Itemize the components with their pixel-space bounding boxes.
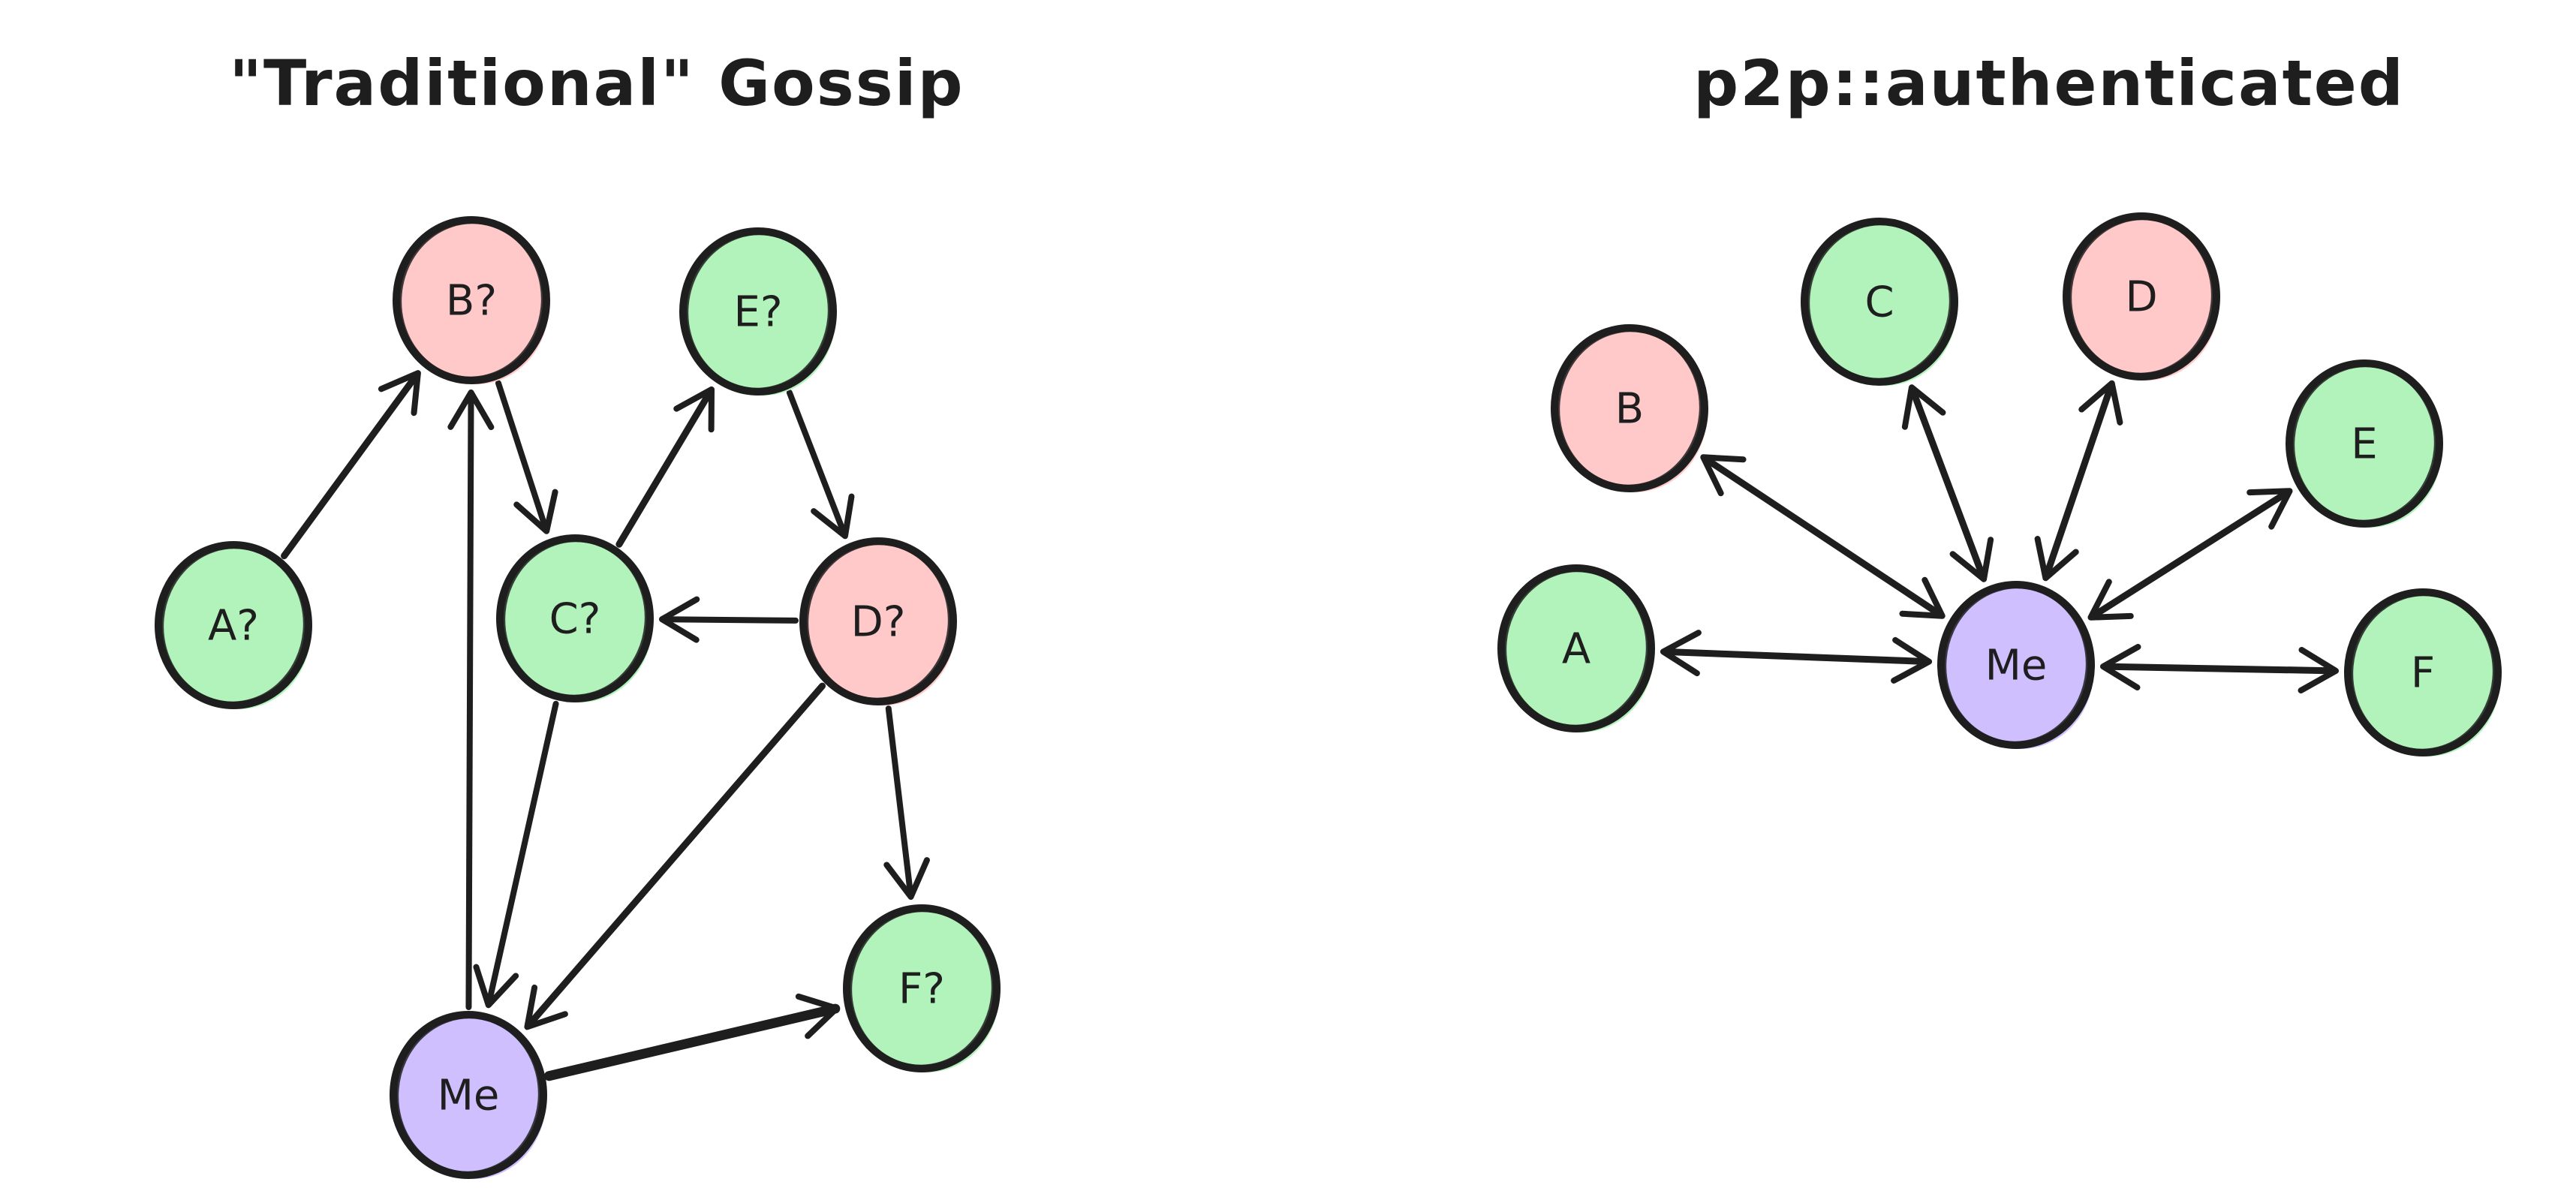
node-circle-sketch	[1556, 328, 1703, 489]
node-traditional-gossip-F[interactable]: F?	[843, 904, 1001, 1072]
edge-traditional-gossip-Me-to-F[interactable]	[543, 993, 841, 1081]
node-label-traditional-gossip-E: E?	[733, 288, 782, 337]
node-circle	[496, 534, 654, 702]
node-circle	[1937, 581, 2095, 749]
node-traditional-gossip-B[interactable]: B?	[393, 216, 550, 384]
node-circle-sketch	[395, 1015, 542, 1175]
title-p2p-authenticated[interactable]: p2p::authenticated	[1693, 47, 2405, 120]
edge-p2p-authenticated-Me-to-D[interactable]	[2034, 380, 2123, 582]
node-circle	[1497, 564, 1655, 732]
node-circle-sketch	[160, 545, 307, 705]
node-circle	[390, 1011, 547, 1179]
node-traditional-gossip-E[interactable]: E?	[679, 227, 837, 395]
node-label-p2p-authenticated-C: C	[1864, 278, 1894, 327]
edge-traditional-gossip-D-to-Me[interactable]	[524, 682, 826, 1030]
node-circle-sketch	[1806, 221, 1953, 382]
edge-p2p-authenticated-Me-to-A[interactable]	[1660, 630, 1933, 684]
edge-traditional-gossip-C-to-E[interactable]	[615, 386, 715, 548]
edge-traditional-gossip-D-to-C[interactable]	[658, 596, 799, 643]
edge-traditional-gossip-B-to-C[interactable]	[495, 380, 558, 534]
edge-traditional-gossip-C-to-Me[interactable]	[473, 700, 559, 1009]
edge-traditional-gossip-D-to-F[interactable]	[883, 705, 930, 900]
node-circle-sketch	[1503, 568, 1650, 729]
node-label-traditional-gossip-C: C?	[549, 595, 601, 644]
node-circle	[1551, 324, 1708, 492]
node-traditional-gossip-Me[interactable]: Me	[390, 1011, 547, 1179]
node-circle-sketch	[398, 220, 545, 380]
node-circle	[2286, 359, 2443, 528]
node-circle	[2063, 212, 2220, 380]
node-p2p-authenticated-D[interactable]: D	[2063, 212, 2220, 380]
node-label-p2p-authenticated-B: B	[1615, 385, 1644, 434]
node-traditional-gossip-C[interactable]: C?	[496, 534, 654, 702]
node-label-p2p-authenticated-F: F	[2411, 649, 2435, 698]
edge-p2p-authenticated-Me-to-C[interactable]	[1901, 384, 1994, 582]
node-traditional-gossip-D[interactable]: D?	[799, 537, 957, 705]
edge-p2p-authenticated-Me-to-E[interactable]	[2087, 488, 2293, 621]
node-circle	[155, 541, 312, 709]
node-circle	[679, 227, 837, 395]
edge-traditional-gossip-E-to-D[interactable]	[786, 389, 855, 540]
node-circle-sketch	[2068, 216, 2215, 377]
edge-p2p-authenticated-Me-to-F[interactable]	[2099, 643, 2340, 694]
diagram-layer: "Traditional" GossipB?E?A?C?D?F?Mep2p::a…	[155, 47, 2502, 1179]
node-circle-sketch	[805, 541, 952, 702]
node-traditional-gossip-A[interactable]: A?	[155, 541, 312, 709]
node-circle	[1801, 218, 1958, 386]
node-circle	[799, 537, 957, 705]
edge-traditional-gossip-A-to-B[interactable]	[281, 370, 421, 560]
node-p2p-authenticated-F[interactable]: F	[2344, 588, 2502, 756]
edge-traditional-gossip-Me-to-B[interactable]	[447, 389, 495, 1011]
node-p2p-authenticated-E[interactable]: E	[2286, 359, 2443, 528]
node-label-p2p-authenticated-Me: Me	[1985, 642, 2048, 690]
node-circle	[843, 904, 1001, 1072]
node-label-p2p-authenticated-D: D	[2125, 273, 2157, 322]
node-circle-sketch	[501, 538, 649, 699]
node-label-traditional-gossip-B: B?	[446, 277, 497, 326]
node-p2p-authenticated-Me[interactable]: Me	[1937, 581, 2095, 749]
node-circle	[393, 216, 550, 384]
node-label-p2p-authenticated-E: E	[2351, 420, 2377, 469]
node-label-traditional-gossip-Me: Me	[438, 1072, 500, 1120]
node-circle	[2344, 588, 2502, 756]
node-p2p-authenticated-A[interactable]: A	[1497, 564, 1655, 732]
node-p2p-authenticated-C[interactable]: C	[1801, 218, 1958, 386]
node-label-traditional-gossip-F: F?	[898, 965, 945, 1014]
node-circle-sketch	[2291, 363, 2438, 524]
node-circle-sketch	[685, 231, 832, 392]
node-label-traditional-gossip-D: D?	[851, 598, 906, 647]
node-circle-sketch	[848, 908, 995, 1069]
node-circle-sketch	[1943, 585, 2090, 745]
node-label-p2p-authenticated-A: A	[1562, 625, 1590, 674]
node-label-traditional-gossip-A: A?	[208, 602, 259, 651]
title-traditional-gossip[interactable]: "Traditional" Gossip	[229, 47, 964, 120]
edge-p2p-authenticated-Me-to-B[interactable]	[1700, 454, 1946, 619]
node-circle-sketch	[2349, 592, 2496, 753]
node-p2p-authenticated-B[interactable]: B	[1551, 324, 1708, 492]
